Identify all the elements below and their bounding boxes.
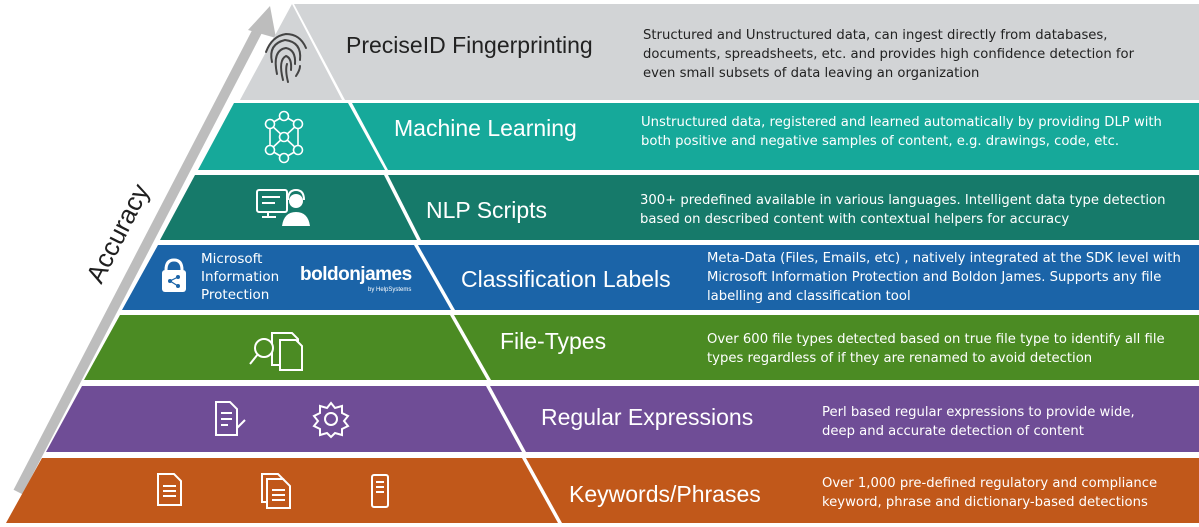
layer-machine-learning xyxy=(198,103,1199,170)
layer-title-file-types: File-Types xyxy=(500,328,607,354)
layer-desc-machine-learning: Unstructured data, registered and learne… xyxy=(641,115,1162,149)
layer-desc-fingerprinting: Structured and Unstructured data, can in… xyxy=(643,28,1135,81)
layer-desc-file-types: Over 600 file types detected based on tr… xyxy=(707,332,1165,366)
lock-share-icon xyxy=(162,258,186,292)
file-search-icon xyxy=(249,332,303,371)
layer-title-classification: Classification Labels xyxy=(461,266,671,292)
document-edit-icon xyxy=(215,401,246,436)
layer-title-nlp-scripts: NLP Scripts xyxy=(426,197,548,223)
accuracy-arrow xyxy=(13,6,276,495)
layer-classification xyxy=(122,245,1199,310)
layer-fingerprinting xyxy=(240,4,1199,100)
list-document-icon xyxy=(371,474,389,508)
layer-title-machine-learning: Machine Learning xyxy=(394,115,577,141)
layer-desc-keywords: Over 1,000 pre-defined regulatory and co… xyxy=(822,476,1158,510)
layer-desc-classification: Meta-Data (Files, Emails, etc) , nativel… xyxy=(707,251,1181,304)
fingerprint-icon xyxy=(265,32,307,83)
support-agent-icon xyxy=(256,188,310,226)
layer-regular-expressions xyxy=(46,386,1199,452)
layer-title-regular-expressions: Regular Expressions xyxy=(541,404,754,430)
layer-title-fingerprinting: PreciseID Fingerprinting xyxy=(346,32,593,58)
document-icon xyxy=(157,473,182,506)
mip-label: Microsoft Information Protection xyxy=(201,251,280,303)
boldonjames-logo: boldonjames xyxy=(300,264,412,285)
boldonjames-logo-sub: by HelpSystems xyxy=(368,287,412,293)
layer-desc-regular-expressions: Perl based regular expressions to provid… xyxy=(822,405,1135,439)
documents-icon xyxy=(261,473,291,509)
layer-title-keywords: Keywords/Phrases xyxy=(569,481,761,507)
layer-nlp-scripts xyxy=(160,175,1199,240)
neural-network-icon xyxy=(264,110,304,164)
gear-icon xyxy=(312,401,350,439)
layer-desc-nlp-scripts: 300+ predefined available in various lan… xyxy=(640,193,1166,227)
